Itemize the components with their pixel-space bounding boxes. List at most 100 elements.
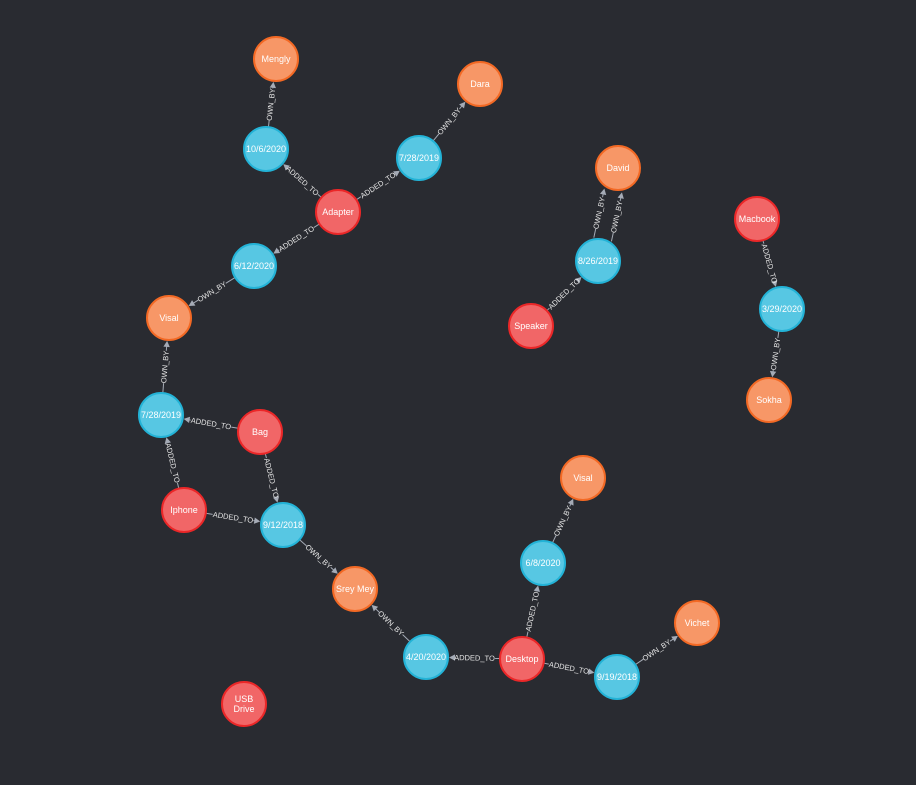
node-circle (260, 502, 306, 548)
arrowhead-icon (273, 247, 281, 254)
node-person-visal[interactable]: Visal (560, 455, 606, 501)
node-label: Mengly (261, 54, 291, 64)
edge-line-segment (205, 512, 213, 515)
node-person-david[interactable]: David (595, 145, 641, 191)
arrowhead-icon (459, 101, 466, 109)
edge-line-segment (432, 133, 440, 142)
arrowhead-icon (163, 340, 170, 348)
node-label: 4/20/2020 (406, 652, 446, 662)
node-label: USB (235, 694, 254, 704)
relationship-added-to-19[interactable]: ADDED_TO (448, 653, 501, 663)
node-label: 6/8/2020 (525, 558, 560, 568)
node-circle (243, 126, 289, 172)
arrowhead-icon (272, 496, 280, 503)
node-circle (237, 409, 283, 455)
node-product-bag[interactable]: Bag (237, 409, 283, 455)
node-circle (161, 487, 207, 533)
node-label: 8/26/2019 (578, 256, 618, 266)
relationship-own-by-6[interactable]: OWN_BY (159, 340, 171, 394)
node-label: 10/6/2020 (246, 144, 286, 154)
node-person-vichet[interactable]: Vichet (674, 600, 720, 646)
node-product-iphone[interactable]: Iphone (161, 487, 207, 533)
edge-line-segment (402, 634, 411, 643)
node-label: Iphone (170, 505, 198, 515)
node-label: 9/12/2018 (263, 520, 303, 530)
node-product-adapter[interactable]: Adapter (315, 189, 361, 235)
arrowhead-icon (574, 277, 582, 284)
arrowhead-icon (567, 498, 574, 506)
node-circle (746, 377, 792, 423)
edge-line-segment (162, 383, 165, 394)
node-circle (674, 600, 720, 646)
node-product-speaker[interactable]: Speaker (508, 303, 554, 349)
node-person-visal[interactable]: Visal (146, 295, 192, 341)
node-label: Desktop (505, 654, 538, 664)
node-label: Visal (159, 313, 178, 323)
node-label: 6/12/2020 (234, 261, 274, 271)
arrowhead-icon (253, 517, 261, 524)
node-circle (146, 295, 192, 341)
node-date-8-26-2019[interactable]: 8/26/2019 (575, 238, 621, 284)
node-circle (315, 189, 361, 235)
node-date-3-29-2020[interactable]: 3/29/2020 (759, 286, 805, 332)
node-person-sokha[interactable]: Sokha (746, 377, 792, 423)
arrowhead-icon (183, 416, 191, 424)
node-date-10-6-2020[interactable]: 10/6/2020 (243, 126, 289, 172)
edge-line-segment (551, 535, 557, 544)
node-circle (457, 61, 503, 107)
node-circle (508, 303, 554, 349)
node-label: Adapter (322, 207, 354, 217)
node-label: 9/19/2018 (597, 672, 637, 682)
node-label: 3/29/2020 (762, 304, 802, 314)
arrowhead-icon (331, 567, 338, 574)
node-label: Dara (470, 79, 490, 89)
node-date-9-19-2018[interactable]: 9/19/2018 (594, 654, 640, 700)
node-date-9-12-2018[interactable]: 9/12/2018 (260, 502, 306, 548)
node-person-mengly[interactable]: Mengly (253, 36, 299, 82)
edge-label: OWN_BY (159, 350, 171, 383)
node-label: 7/28/2019 (141, 410, 181, 420)
relationship-own-by-0[interactable]: OWN_BY (265, 81, 278, 128)
node-person-srey-mey[interactable]: Srey Mey (332, 566, 378, 612)
node-product-desktop[interactable]: Desktop (499, 636, 545, 682)
node-date-7-28-2019[interactable]: 7/28/2019 (138, 392, 184, 438)
arrowhead-icon (599, 188, 607, 196)
edge-line-segment (593, 228, 597, 238)
arrowhead-icon (448, 654, 456, 661)
arrowhead-icon (283, 164, 290, 171)
edge-line-segment (526, 631, 529, 638)
node-circle (231, 243, 277, 289)
arrowhead-icon (371, 604, 379, 612)
node-label: 7/28/2019 (399, 153, 439, 163)
node-date-6-12-2020[interactable]: 6/12/2020 (231, 243, 277, 289)
node-circle (594, 654, 640, 700)
node-person-dara[interactable]: Dara (457, 61, 503, 107)
node-label: David (606, 163, 629, 173)
edge-line-segment (267, 120, 270, 128)
node-product-macbook[interactable]: Macbook (734, 196, 780, 242)
node-date-7-28-2019[interactable]: 7/28/2019 (396, 135, 442, 181)
node-label: Macbook (739, 214, 776, 224)
node-circle (253, 36, 299, 82)
edge-line-segment (610, 232, 614, 242)
node-circle (575, 238, 621, 284)
node-label: Bag (252, 427, 268, 437)
node-date-6-8-2020[interactable]: 6/8/2020 (520, 540, 566, 586)
arrowhead-icon (671, 635, 678, 642)
arrowhead-icon (164, 437, 171, 444)
node-date-4-20-2020[interactable]: 4/20/2020 (403, 634, 449, 680)
node-label: Drive (233, 704, 254, 714)
arrowhead-icon (617, 192, 624, 199)
edge-line-segment (192, 299, 199, 304)
node-circle (403, 634, 449, 680)
node-circle (221, 681, 267, 727)
node-circle (499, 636, 545, 682)
nodes-layer: Mengly10/6/2020Dara7/28/2019Adapter6/12/… (138, 36, 805, 727)
arrowhead-icon (393, 170, 400, 177)
node-label: Sokha (756, 395, 782, 405)
node-label: Vichet (685, 618, 710, 628)
edge-line-segment (777, 330, 780, 339)
edge-line-segment (313, 223, 320, 229)
